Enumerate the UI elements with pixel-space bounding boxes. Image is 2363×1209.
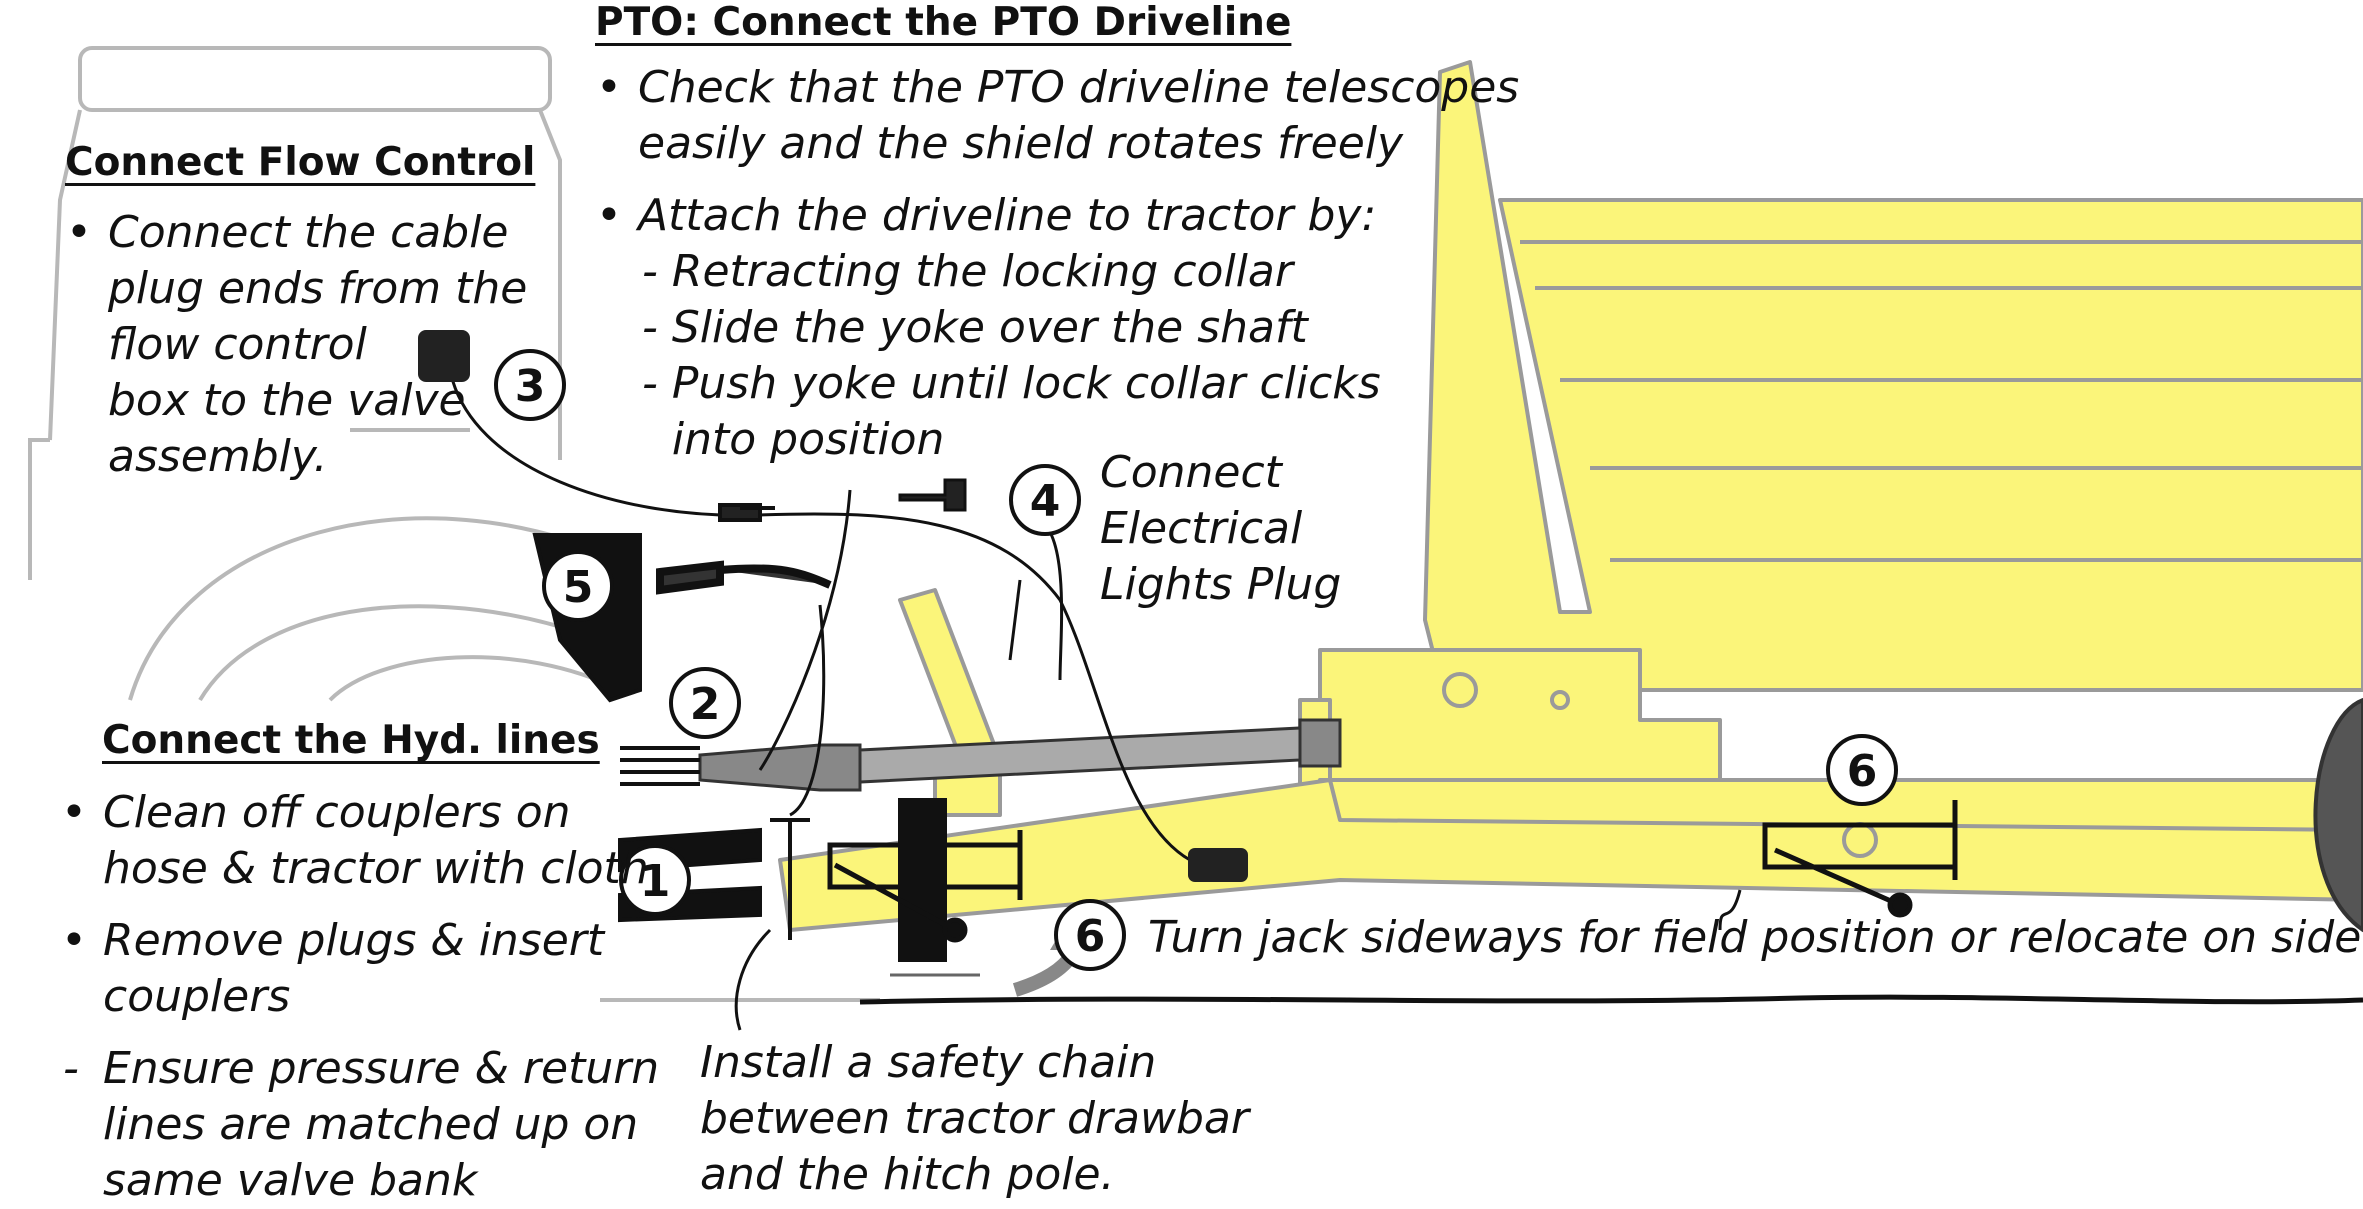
valve-plug-icon — [1188, 848, 1248, 882]
ground-line — [859, 994, 2363, 1005]
cable-plug-icon — [718, 503, 775, 522]
flow-control-heading: Connect Flow Control — [65, 140, 536, 185]
cables — [448, 369, 1191, 862]
pto-heading: PTO: Connect the PTO Driveline — [595, 0, 1292, 45]
hydraulic-hose-icon — [656, 560, 832, 595]
callout-2: 2 — [690, 679, 721, 730]
electrical-plug-label: Connect Electrical Lights Plug — [1100, 447, 1342, 610]
hyd-heading: Connect the Hyd. lines — [102, 718, 600, 763]
hyd-bullet-clean: Clean off couplers on hose & tractor wit… — [61, 785, 659, 897]
jack-sideways-label: Turn jack sideways for field position or… — [1148, 912, 2363, 963]
pto-bullet-attach: Attach the driveline to tractor by: — [596, 188, 1519, 244]
hyd-bullet-plugs: Remove plugs & insert couplers — [61, 913, 659, 1025]
callout-5: 5 — [563, 562, 594, 613]
hyd-ensure-lines: Ensure pressure & return lines are match… — [63, 1041, 659, 1209]
electrical-plug-icon — [898, 478, 967, 512]
pto-bullet-check: Check that the PTO driveline telescopes … — [596, 60, 1519, 172]
pto-step-1: Retracting the locking collar — [642, 244, 1519, 300]
safety-chain-label: Install a safety chain between tractor d… — [700, 1037, 1249, 1200]
callout-6-jack: 6 — [1075, 911, 1106, 962]
callout-4: 4 — [1030, 476, 1061, 527]
callout-6-frame: 6 — [1847, 746, 1878, 797]
flow-control-bullet: Connect the cable plug ends from the flo… — [66, 205, 527, 485]
pto-step-2: Slide the yoke over the shaft — [642, 300, 1519, 356]
jack-pins — [827, 800, 1958, 943]
pto-step-3: Push yoke until lock collar clicks into … — [642, 356, 1519, 468]
pto-driveline — [698, 718, 1342, 792]
grain-cart — [778, 60, 2363, 932]
